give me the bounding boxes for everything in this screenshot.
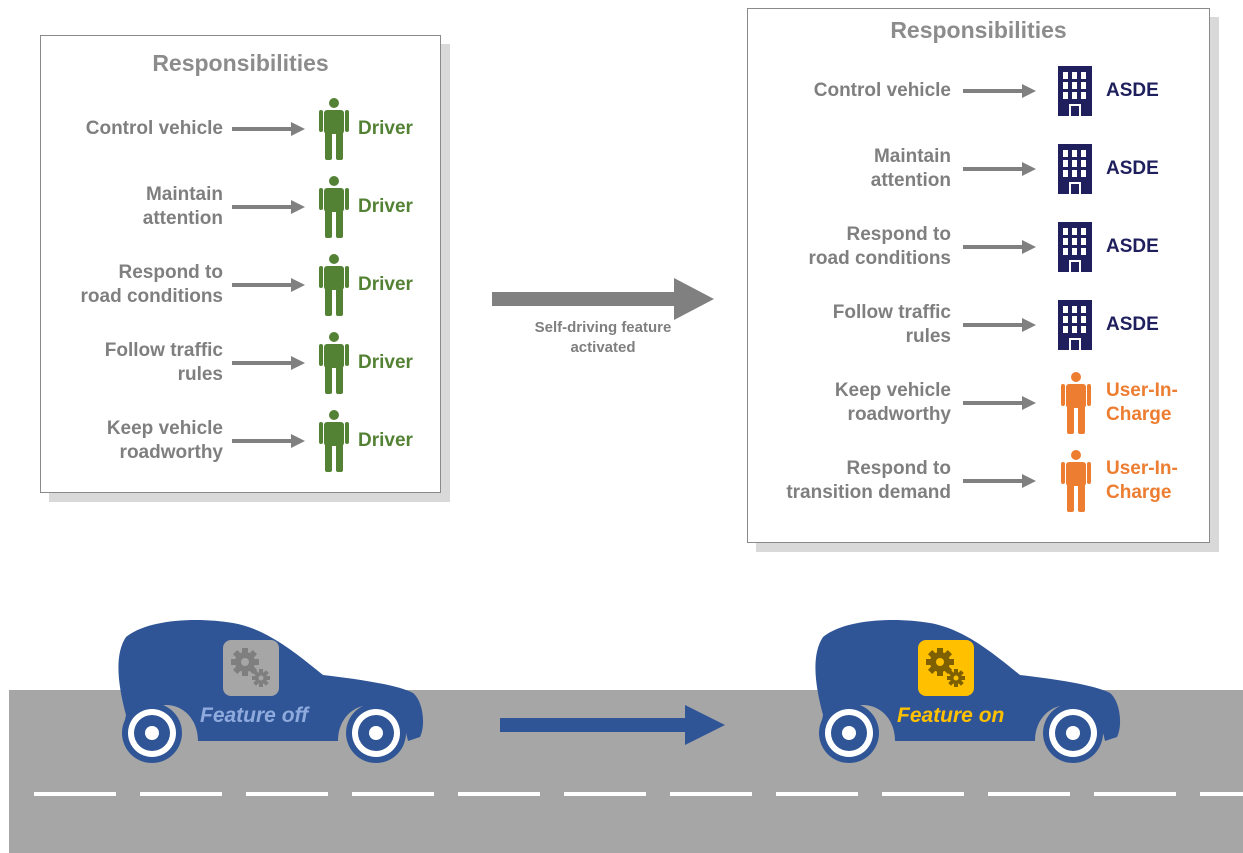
responsibility-row: Maintain attention ASDE [748, 134, 1209, 204]
actor-label-user-in-charge-line: User-In- [1106, 380, 1178, 401]
actor-label-driver: Driver [358, 196, 413, 217]
actor-label-user-in-charge: User-In- Charge [1106, 379, 1201, 427]
responsibility-label-line: Keep vehicle [834, 380, 951, 401]
actor-label-asde-line: ASDE [1106, 236, 1159, 257]
responsibility-label-line: rules [905, 326, 951, 347]
responsibility-label-line: Follow traffic [832, 302, 951, 323]
transition-label-line2: activated [570, 339, 636, 356]
row-arrow [963, 240, 1036, 254]
actor-label-asde-line: ASDE [1106, 158, 1159, 179]
row-arrow [963, 162, 1036, 176]
responsibility-label-line: Control vehicle [85, 118, 223, 139]
actor-label-asde: ASDE [1106, 157, 1201, 181]
actor-label-user-in-charge: User-In- Charge [1106, 457, 1201, 505]
person-icon [319, 176, 349, 238]
responsibility-label-line: road conditions [80, 286, 224, 307]
building-icon [1058, 144, 1092, 194]
responsibility-label-line: Respond to [118, 262, 224, 283]
building-icon [1058, 300, 1092, 350]
responsibility-row: Follow traffic rules ASDE [748, 290, 1209, 360]
row-arrow [232, 122, 305, 136]
responsibility-label: Follow traffic rules [23, 339, 223, 387]
responsibility-label-line: attention [870, 170, 951, 191]
row-arrow [963, 396, 1036, 410]
gears-icon [231, 648, 270, 687]
actor-label-asde-line: ASDE [1106, 314, 1159, 335]
responsibility-label-line: road conditions [808, 248, 952, 269]
responsibility-row: Control vehicle Driver [41, 94, 440, 164]
responsibility-row: Respond to transition demand User-In- Charg… [748, 446, 1209, 516]
feature-off-badge [223, 640, 279, 696]
person-icon [319, 254, 349, 316]
responsibility-label-line: Control vehicle [813, 80, 951, 101]
actor-label-driver: Driver [358, 118, 413, 139]
actor-label-user-in-charge-line: User-In- [1106, 458, 1178, 479]
transition-arrow [492, 278, 714, 320]
person-icon [1061, 450, 1091, 512]
building-icon [1058, 66, 1092, 116]
responsibility-label-line: Maintain [873, 146, 951, 167]
responsibility-label-line: Follow traffic [104, 340, 223, 361]
row-arrow [963, 84, 1036, 98]
panel-title: Responsibilities [152, 50, 329, 76]
responsibility-label: Maintain attention [731, 145, 951, 193]
row-arrow [963, 318, 1036, 332]
responsibility-row: Keep vehicle roadworthy Driver [41, 406, 440, 476]
responsibility-label-line: Keep vehicle [106, 418, 223, 439]
responsibility-row: Respond to road conditions Driver [41, 250, 440, 320]
actor-label-asde: ASDE [1106, 79, 1201, 103]
actor-label-driver: Driver [358, 274, 413, 295]
responsibility-row: Control vehicle ASDE [748, 56, 1209, 126]
responsibility-label: Keep vehicle roadworthy [23, 417, 223, 465]
responsibility-row: Respond to road conditions ASDE [748, 212, 1209, 282]
lane-divider [34, 792, 1243, 796]
panel-title: Responsibilities [890, 17, 1067, 43]
responsibility-label-line: transition demand [786, 482, 951, 503]
responsibility-label: Follow traffic rules [731, 301, 951, 349]
responsibility-label: Control vehicle [23, 117, 223, 141]
responsibility-row: Follow traffic rules Driver [41, 328, 440, 398]
person-icon [319, 98, 349, 160]
responsibility-label-line: roadworthy [847, 404, 951, 425]
responsibility-label-line: attention [142, 208, 223, 229]
building-icon [1058, 222, 1092, 272]
responsibility-label: Respond to road conditions [23, 261, 224, 309]
responsibility-label-line: rules [177, 364, 223, 385]
feature-on-label: Feature on [897, 704, 1005, 727]
actor-label-asde: ASDE [1106, 235, 1201, 259]
responsibility-row: Keep vehicle roadworthy User-In- Charge [748, 368, 1209, 438]
responsibility-row: Maintain attention Driver [41, 172, 440, 242]
feature-on-badge [918, 640, 974, 696]
transition-label-line1: Self-driving feature [534, 319, 672, 336]
row-arrow [232, 200, 305, 214]
feature-off-label: Feature off [200, 704, 309, 727]
responsibility-label: Control vehicle [731, 79, 951, 103]
row-arrow [232, 434, 305, 448]
actor-label-user-in-charge-line: Charge [1106, 482, 1172, 503]
responsibility-label: Respond to transition demand [731, 457, 951, 505]
row-arrow [232, 278, 305, 292]
car-progress-arrow [500, 705, 725, 745]
responsibility-label-line: roadworthy [119, 442, 223, 463]
responsibility-label: Maintain attention [23, 183, 223, 231]
person-icon [319, 332, 349, 394]
responsibility-label-line: Maintain [145, 184, 223, 205]
actor-label-driver: Driver [358, 352, 413, 373]
actor-label-asde: ASDE [1106, 313, 1201, 337]
responsibility-label: Keep vehicle roadworthy [731, 379, 951, 427]
responsibility-label: Respond to road conditions [731, 223, 952, 271]
row-arrow [232, 356, 305, 370]
person-icon [1061, 372, 1091, 434]
row-arrow [963, 474, 1036, 488]
actor-label-user-in-charge-line: Charge [1106, 404, 1172, 425]
actor-label-asde-line: ASDE [1106, 80, 1159, 101]
person-icon [319, 410, 349, 472]
transition-label: Self-driving feature activated [478, 318, 728, 358]
actor-label-driver: Driver [358, 430, 413, 451]
responsibility-label-line: Respond to [846, 224, 952, 245]
responsibility-label-line: Respond to [846, 458, 952, 479]
gears-icon [926, 648, 965, 687]
